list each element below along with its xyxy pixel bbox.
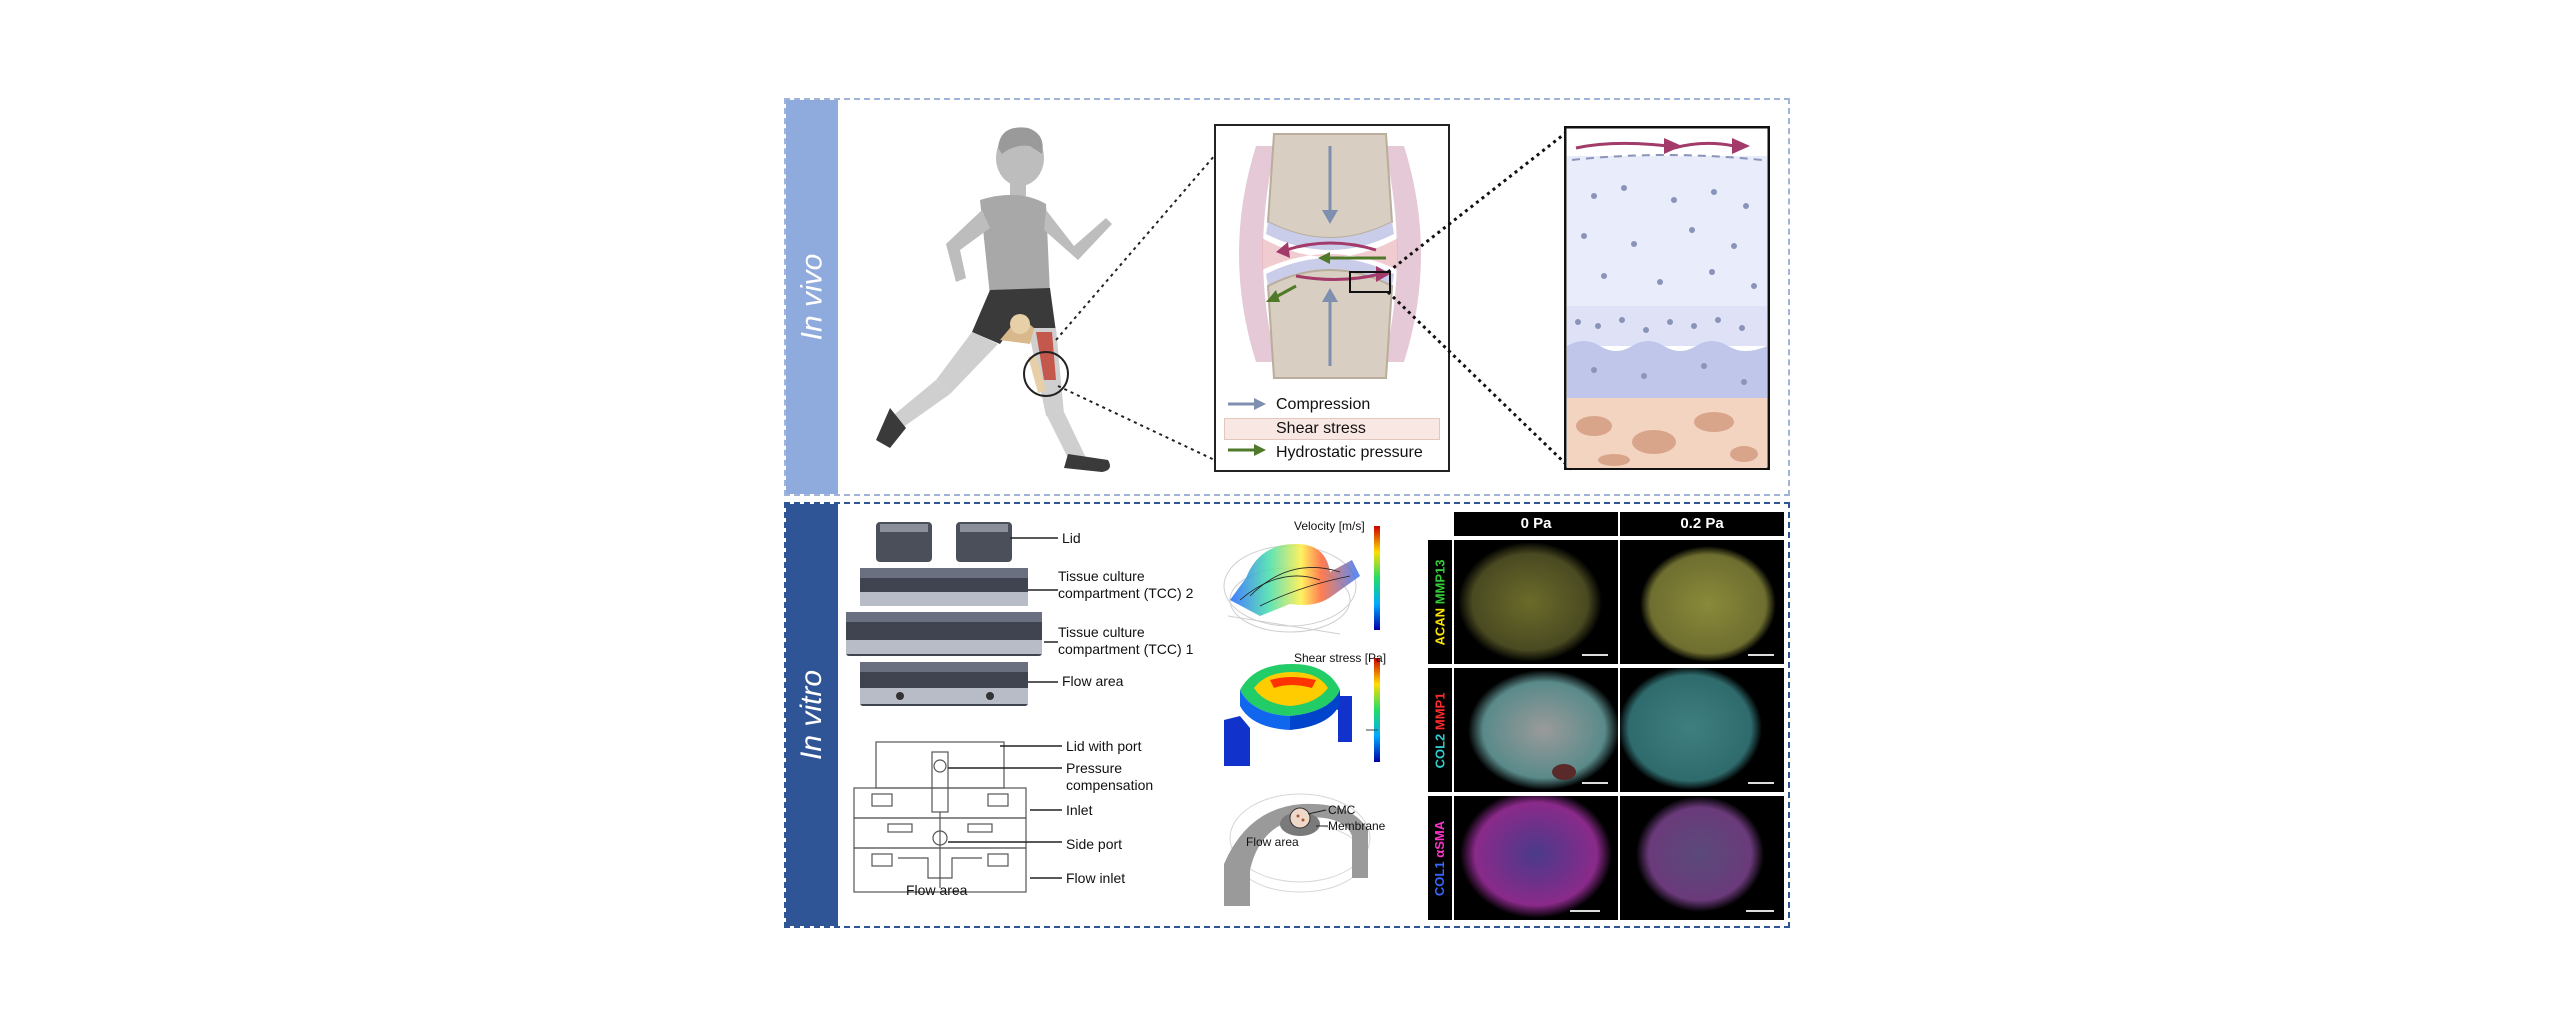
shear-stress-simulation	[1224, 658, 1380, 766]
marker-col1: COL1	[1432, 860, 1448, 896]
label-flow-area-stack: Flow area	[1062, 673, 1124, 689]
cross-section-leader-lines	[948, 745, 1062, 879]
velocity-simulation	[1223, 526, 1380, 635]
bioreactor-exploded-view	[846, 522, 1042, 706]
label-flow-inlet: Flow inlet	[1066, 870, 1126, 886]
zoom-lines-cartilage	[1386, 126, 1574, 472]
label-cmc: CMC	[1328, 803, 1356, 817]
stain-tile-acan-0-2pa	[1620, 540, 1784, 664]
velocity-title: Velocity [m/s]	[1294, 519, 1365, 533]
shear-stress-title: Shear stress [Pa]	[1294, 651, 1387, 665]
in-vitro-label: In vitro	[795, 669, 828, 761]
column-header-0-2pa: 0.2 Pa	[1620, 512, 1784, 536]
in-vivo-label: In vivo	[795, 253, 828, 341]
legend-compression: Compression	[1276, 396, 1371, 413]
label-membrane: Membrane	[1328, 819, 1386, 833]
label-lid-with-port: Lid with port	[1066, 738, 1142, 754]
row-label-col1-asma: COL1 αSMA	[1428, 796, 1452, 920]
in-vitro-band: In vitro	[786, 504, 838, 926]
cartilage-tissue-illustration	[1564, 126, 1770, 470]
bioreactor-leader-lines	[1010, 537, 1058, 683]
label-lid: Lid	[1062, 530, 1081, 546]
label-flow-area-model: Flow area	[1246, 835, 1299, 849]
stain-tile-col2-0pa	[1454, 668, 1618, 792]
marker-col2: COL2	[1432, 733, 1448, 768]
stain-tile-col1-0pa	[1454, 796, 1618, 920]
label-tcc2-line1: Tissue culture	[1058, 568, 1145, 584]
runner-illustration	[876, 127, 1112, 472]
label-side-port: Side port	[1066, 836, 1123, 852]
column-header-0pa: 0 Pa	[1454, 512, 1618, 536]
zoom-lines-knee	[1055, 125, 1240, 473]
marker-mmp13: MMP13	[1432, 559, 1448, 608]
legend-shear-stress: Shear stress	[1276, 420, 1366, 437]
stain-tile-acan-0pa	[1454, 540, 1618, 664]
label-flow-area-section: Flow area	[906, 882, 968, 898]
in-vitro-panel: In vitro	[784, 502, 1790, 928]
label-tcc2-line2: compartment (TCC) 2	[1058, 585, 1194, 601]
row-label-col2-mmp1: COL2 MMP1	[1428, 668, 1452, 792]
in-vivo-band: In vivo	[786, 100, 838, 494]
label-inlet: Inlet	[1066, 802, 1093, 818]
marker-acan: ACAN	[1432, 607, 1448, 645]
label-tcc1-line2: compartment (TCC) 1	[1058, 641, 1194, 657]
row-label-acan-mmp13: ACAN MMP13	[1428, 540, 1452, 664]
stain-tile-col2-0-2pa	[1620, 668, 1784, 792]
stain-tile-col1-0-2pa	[1620, 796, 1784, 920]
bioreactor-cross-section	[853, 741, 1027, 893]
label-pressure-line1: Pressure	[1066, 760, 1123, 776]
legend-hydrostatic-pressure: Hydrostatic pressure	[1276, 444, 1423, 461]
label-pressure-line2: compensation	[1066, 777, 1154, 793]
marker-mmp1: MMP1	[1432, 692, 1448, 734]
marker-asma: αSMA	[1432, 820, 1448, 861]
flow-geometry-model	[1224, 793, 1371, 906]
joint-cross-section	[1239, 133, 1421, 379]
in-vivo-panel: In vivo	[784, 98, 1790, 496]
label-tcc1-line1: Tissue culture	[1058, 624, 1145, 640]
legend-shear-highlight	[1224, 418, 1440, 440]
